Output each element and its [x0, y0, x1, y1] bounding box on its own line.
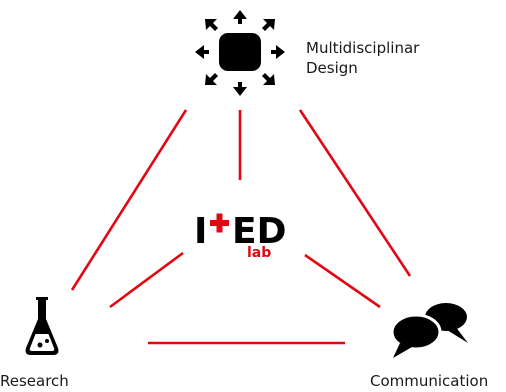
flask-bubble: [37, 342, 43, 348]
connector-design-research: [70, 109, 188, 291]
flask-icon: [25, 297, 59, 355]
logo-letter-i: I: [194, 211, 207, 252]
center-logo: I ED lab: [194, 211, 286, 261]
red-plus-icon: [210, 213, 229, 233]
design-label-line2: Design: [306, 59, 358, 77]
connector-center-communication: [304, 253, 381, 309]
logo-lab: lab: [247, 245, 271, 261]
connector-design-communication: [298, 109, 412, 277]
connector-lines: [70, 109, 412, 345]
connector-center-research: [109, 251, 184, 309]
communication-label: Communication: [370, 372, 489, 390]
flask-bubble: [45, 339, 49, 343]
logo-letters-ed: ED: [232, 211, 286, 252]
speech-bubbles-icon: [390, 303, 468, 358]
design-label: Multidisciplinar Design: [306, 38, 419, 78]
research-label: Research: [0, 372, 69, 390]
design-label-line1: Multidisciplinar: [306, 39, 420, 57]
expand-arrows-icon: [195, 10, 285, 96]
